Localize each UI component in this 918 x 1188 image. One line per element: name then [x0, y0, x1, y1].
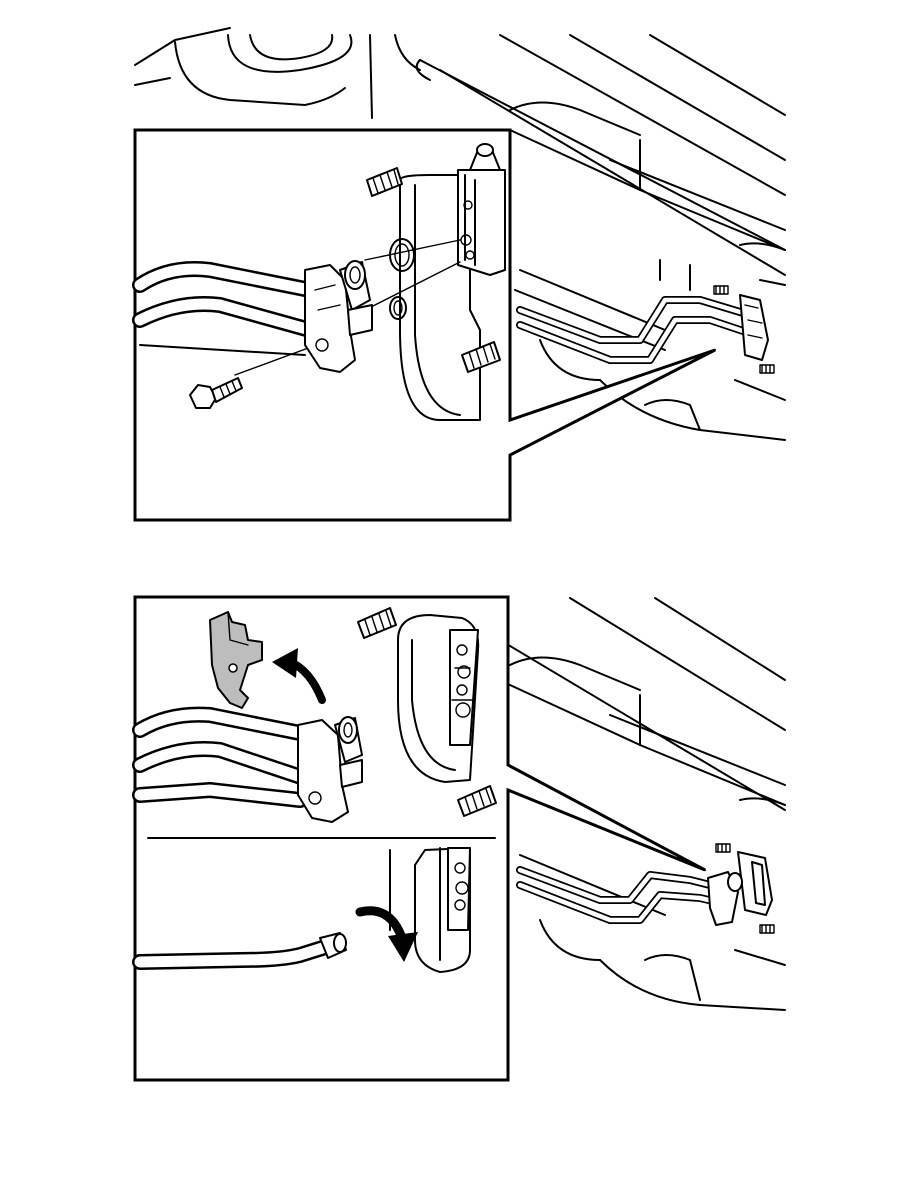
- evaporator-flange: [399, 143, 506, 421]
- pipe-connection-block: [297, 716, 363, 823]
- bottom-background-ac-pipes: [516, 843, 775, 934]
- o-ring-icon: [389, 296, 407, 320]
- retaining-clip: [209, 611, 263, 709]
- top-background-ac-pipes: [516, 285, 775, 374]
- top-background-engine-bay: [134, 27, 786, 441]
- pipe-connection-block: [304, 260, 373, 373]
- stud-icon: [366, 167, 403, 197]
- top-figure: [132, 27, 786, 522]
- bolt-icon: [189, 377, 243, 409]
- bottom-background-engine-bay: [499, 597, 786, 1011]
- top-detail-contents: [132, 143, 506, 421]
- stud-icon: [457, 785, 497, 817]
- bottom-detail-step-b: [132, 847, 471, 973]
- rotate-arrow-icon: [355, 906, 418, 962]
- stud-icon: [713, 285, 729, 295]
- curved-arrow-icon: [272, 648, 326, 704]
- stud-icon: [759, 924, 775, 934]
- bottom-figure: [132, 595, 786, 1082]
- bottom-detail-step-a: [132, 607, 497, 823]
- stud-icon: [715, 843, 731, 853]
- evaporator-flange: [397, 614, 480, 783]
- stud-icon: [357, 607, 397, 639]
- stud-icon: [461, 341, 501, 373]
- stud-icon: [759, 364, 775, 374]
